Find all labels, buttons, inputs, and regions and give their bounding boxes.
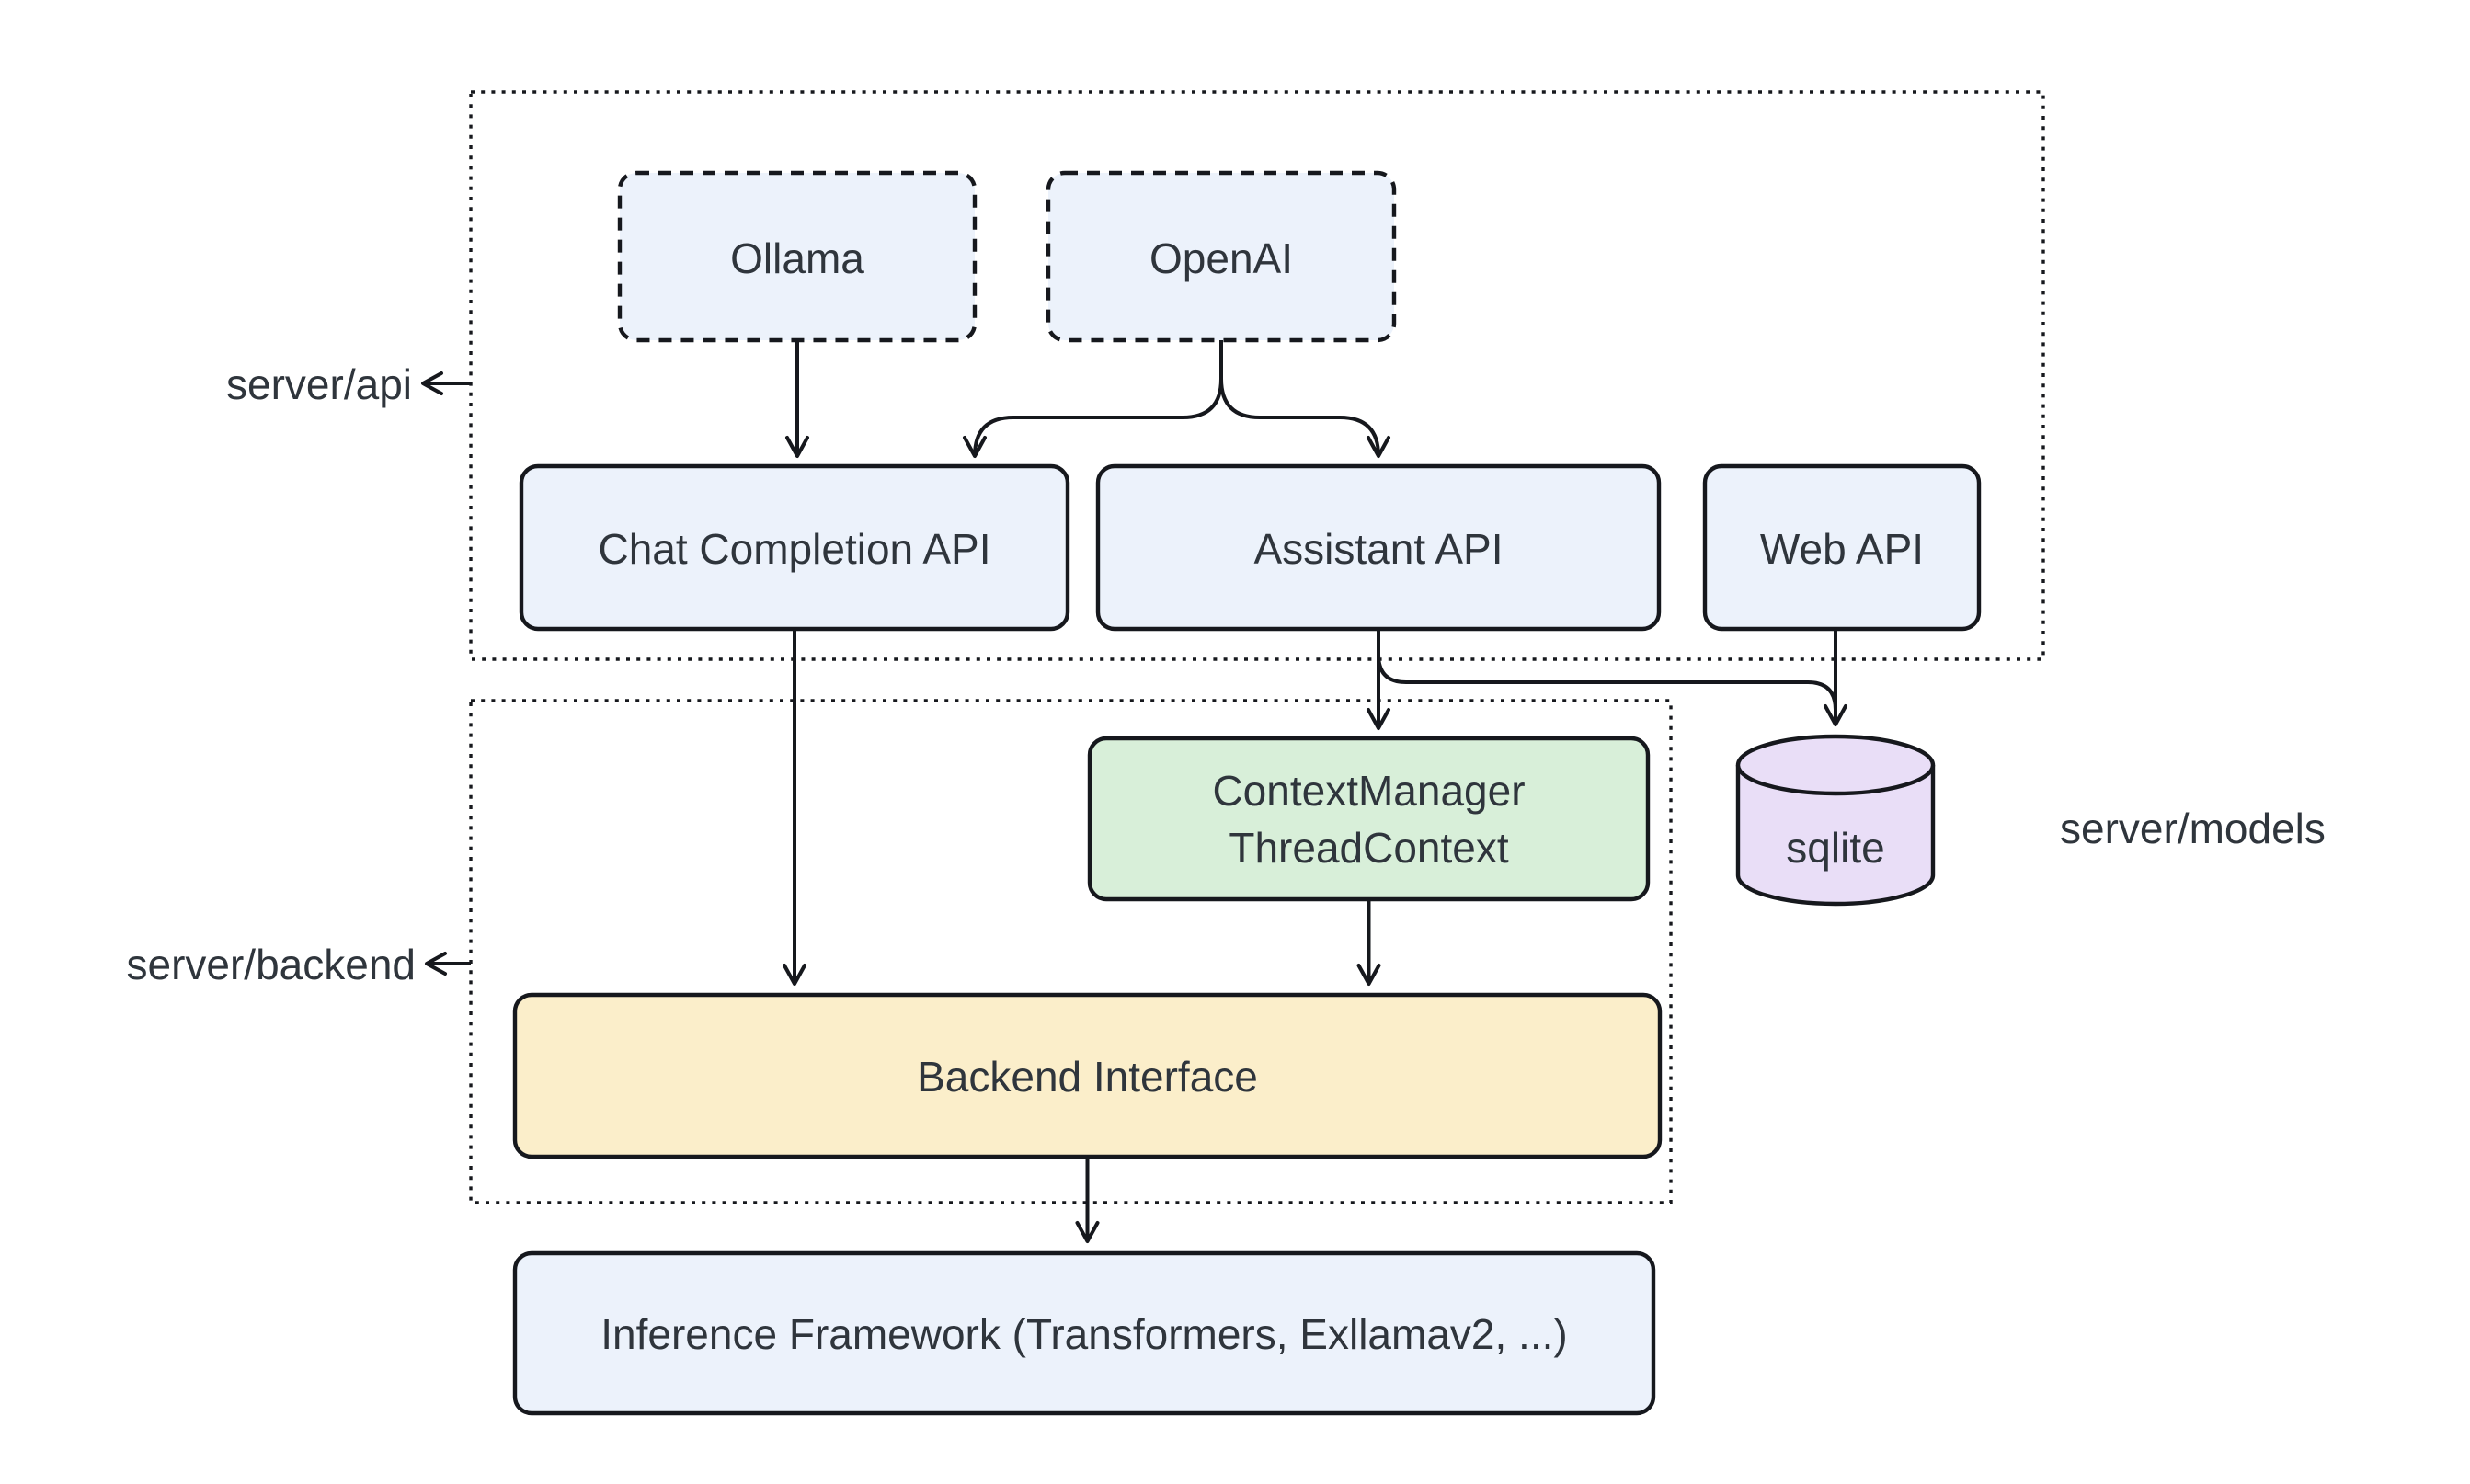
server-api-container (469, 90, 2045, 661)
web-api-box (1702, 463, 1982, 632)
server-backend-container (469, 699, 1673, 1204)
inference-framework-label: Inference Framework (Transformers, Exlla… (600, 1310, 1567, 1358)
context-manager-box (1087, 736, 1651, 902)
chat-completion-api-label: Chat Completion API (598, 525, 990, 573)
node-assistant-api: Assistant API (1095, 463, 1662, 632)
backend-interface-box (512, 992, 1663, 1159)
sqlite-cylinder-body (1735, 765, 1936, 907)
assistant-api-box (1095, 463, 1662, 632)
assistant-api-label: Assistant API (1253, 525, 1503, 573)
context-manager-label-line1: ContextManager (1212, 767, 1525, 815)
node-context-manager: ContextManager ThreadContext (1087, 736, 1651, 902)
edge-assistant-api-to-sqlite (1377, 629, 1837, 711)
openai-label: OpenAI (1149, 234, 1293, 282)
node-sqlite: sqlite (1735, 734, 1936, 907)
web-api-label: Web API (1760, 525, 1924, 573)
openai-box (1046, 170, 1397, 343)
node-inference-framework: Inference Framework (Transformers, Exlla… (512, 1250, 1656, 1416)
server-api-label: server/api (226, 360, 412, 408)
ollama-box (617, 170, 978, 343)
sqlite-label: sqlite (1786, 824, 1884, 872)
sqlite-cylinder-top (1735, 734, 1936, 796)
ollama-label: Ollama (730, 234, 864, 282)
node-web-api: Web API (1702, 463, 1982, 632)
server-models-label: server/models (2060, 805, 2326, 852)
chat-completion-api-box (519, 463, 1070, 632)
server-backend-label: server/backend (127, 941, 417, 988)
node-chat-completion-api: Chat Completion API (519, 463, 1070, 632)
backend-interface-label: Backend Interface (917, 1053, 1258, 1101)
node-openai: OpenAI (1046, 170, 1397, 343)
node-backend-interface: Backend Interface (512, 992, 1663, 1159)
edge-openai-to-chat-completion-api (963, 340, 1223, 458)
context-manager-label-line2: ThreadContext (1229, 824, 1508, 872)
node-ollama: Ollama (617, 170, 978, 343)
edge-openai-to-assistant-api (1219, 340, 1390, 458)
inference-framework-box (512, 1250, 1656, 1416)
